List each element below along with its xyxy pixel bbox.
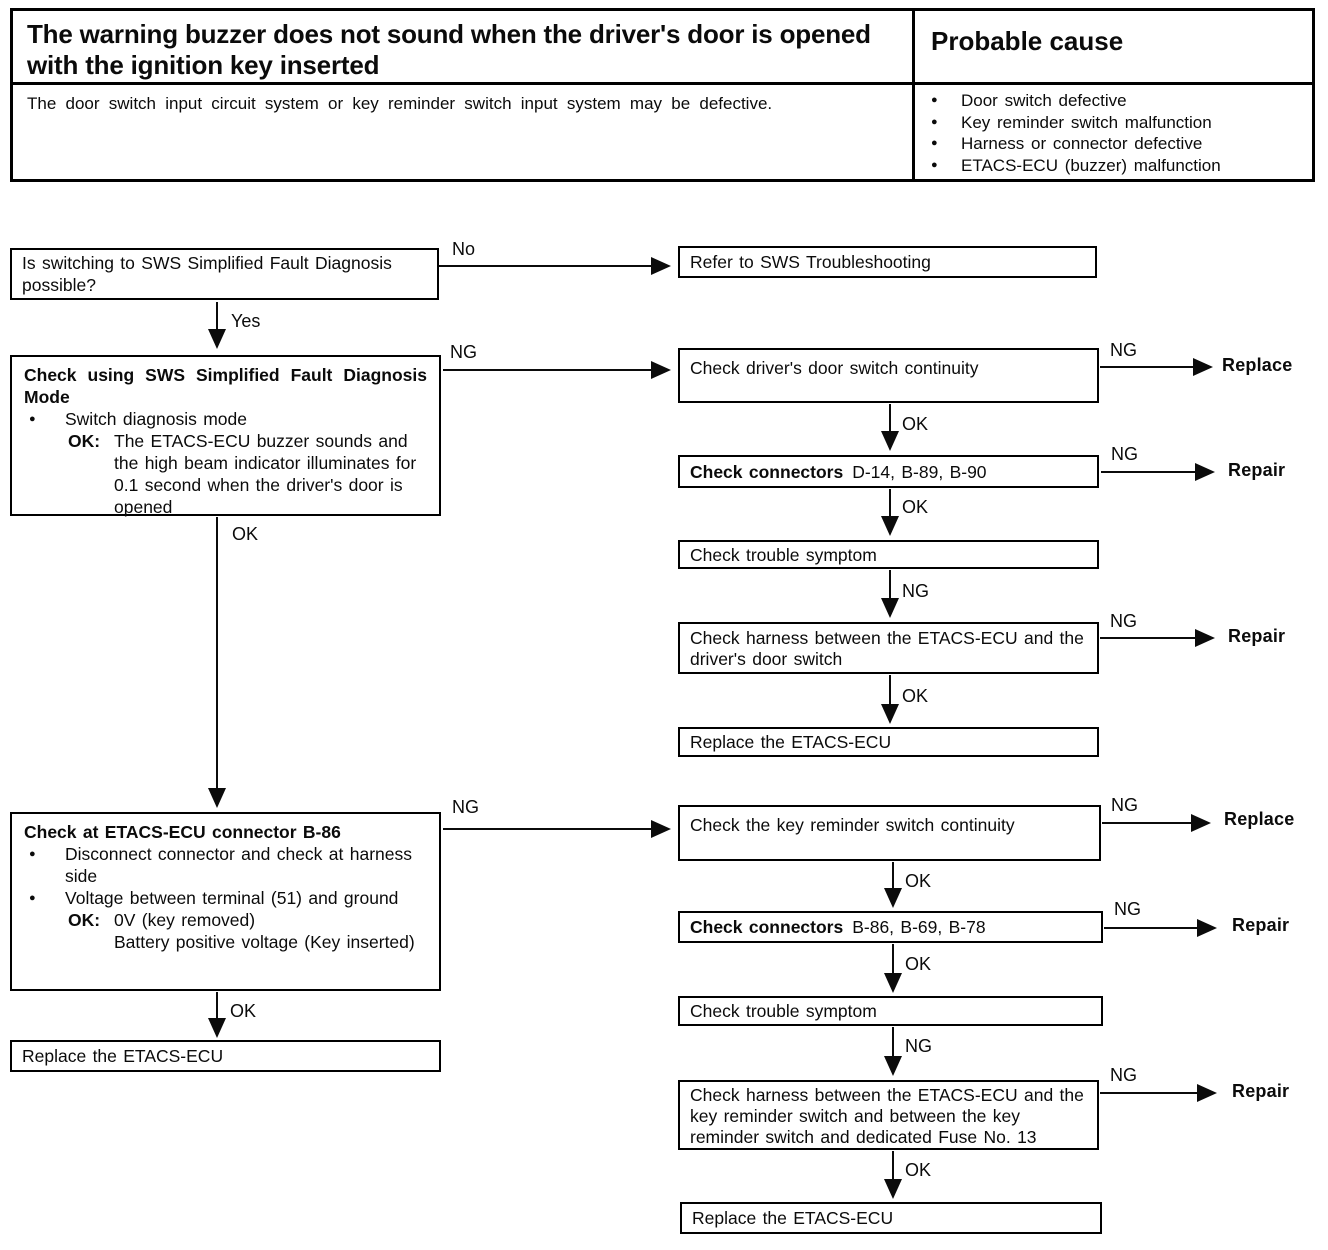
- bullet-icon: ●: [931, 137, 938, 149]
- ng-label: NG: [1114, 899, 1141, 919]
- flow-box-check-connectors-2: Check connectors B-86, B-69, B-78: [678, 911, 1103, 943]
- flow-box-check-connectors-1: Check connectors D-14, B-89, B-90: [678, 455, 1099, 488]
- flow-box-title: Check using SWS Simplified Fault Diagnos…: [24, 365, 427, 407]
- probable-cause-item: ● ETACS-ECU (buzzer) malfunction: [931, 155, 1304, 177]
- bullet-icon: ●: [931, 158, 938, 171]
- replace-label: Replace: [1222, 355, 1293, 375]
- flow-box-sws-diagnosis-mode: Check using SWS Simplified Fault Diagnos…: [10, 355, 441, 518]
- probable-cause-list: ● Door switch defective ● Key reminder s…: [915, 85, 1312, 179]
- flow-box-bullet: ● Disconnect connector and check at harn…: [24, 843, 427, 887]
- ok-label: OK: [905, 871, 932, 891]
- probable-cause-item: ● Harness or connector defective: [931, 133, 1304, 155]
- ng-label: NG: [902, 581, 929, 601]
- flow-box-check-trouble-symptom-1: Check trouble symptom: [678, 540, 1099, 569]
- flow-box-text: Check trouble symptom: [690, 1001, 877, 1021]
- bullet-text: Switch diagnosis mode: [65, 409, 247, 429]
- probable-cause-item: ● Door switch defective: [931, 90, 1304, 112]
- ng-label: NG: [1110, 611, 1137, 631]
- flow-box-text: Check harness between the ETACS-ECU and …: [690, 1085, 1084, 1147]
- ng-label: NG: [1111, 444, 1138, 464]
- flow-box-key-reminder-continuity: Check the key reminder switch continuity: [678, 805, 1101, 861]
- repair-label: Repair: [1232, 1081, 1290, 1101]
- flow-box-sws-possible: Is switching to SWS Simplified Fault Dia…: [10, 248, 439, 300]
- ok-label: OK: [902, 686, 929, 706]
- flow-box-replace-etacs-ecu-left: Replace the ETACS-ECU: [10, 1040, 441, 1072]
- flow-box-text: Check harness between the ETACS-ECU and …: [690, 628, 1084, 669]
- yes-label: Yes: [231, 311, 261, 331]
- ng-label: NG: [450, 342, 477, 362]
- flow-box-harness-key-reminder: Check harness between the ETACS-ECU and …: [678, 1080, 1099, 1150]
- flow-box-replace-etacs-ecu-2: Replace the ETACS-ECU: [680, 1202, 1102, 1234]
- flow-box-check-trouble-symptom-2: Check trouble symptom: [678, 996, 1103, 1026]
- repair-label: Repair: [1228, 626, 1286, 646]
- replace-label: Replace: [1224, 809, 1295, 829]
- flow-box-text: Replace the ETACS-ECU: [22, 1046, 224, 1066]
- ok-key: OK:: [68, 431, 101, 451]
- bullet-text: Disconnect connector and check at harnes…: [65, 844, 412, 886]
- ok-label: OK: [902, 497, 929, 517]
- ok-label: OK: [905, 954, 932, 974]
- no-label: No: [452, 239, 476, 259]
- ok-criteria-text: 0V (key removed) Battery positive voltag…: [114, 909, 427, 953]
- ng-label: NG: [905, 1036, 932, 1056]
- ok-criteria: OK: 0V (key removed) Battery positive vo…: [68, 909, 427, 953]
- flow-box-text: B-86, B-69, B-78: [852, 917, 986, 937]
- probable-cause-item: ● Key reminder switch malfunction: [931, 112, 1304, 134]
- probable-cause-text: Harness or connector defective: [961, 134, 1203, 153]
- ok-label: OK: [905, 1160, 932, 1180]
- ng-label: NG: [1111, 795, 1138, 815]
- bullet-icon: ●: [29, 892, 36, 904]
- ok-label: OK: [232, 524, 259, 544]
- ng-label: NG: [1110, 340, 1137, 360]
- symptom-header-table: The warning buzzer does not sound when t…: [10, 8, 1315, 182]
- bullet-icon: ●: [931, 94, 938, 106]
- ok-criteria-line: 0V (key removed): [114, 910, 256, 930]
- repair-label: Repair: [1232, 915, 1290, 935]
- flow-box-text: Is switching to SWS Simplified Fault Dia…: [22, 253, 392, 295]
- flow-box-text: Replace the ETACS-ECU: [692, 1208, 894, 1228]
- ok-key: OK:: [68, 910, 101, 930]
- ok-label: OK: [230, 1001, 257, 1021]
- flow-box-text: Refer to SWS Troubleshooting: [690, 252, 931, 272]
- bullet-text: Voltage between terminal (51) and ground: [65, 888, 399, 908]
- ok-criteria-line: Battery positive voltage (Key inserted): [114, 932, 415, 952]
- probable-cause-text: Key reminder switch malfunction: [961, 112, 1212, 132]
- symptom-description: The door switch input circuit system or …: [13, 85, 915, 179]
- bullet-icon: ●: [931, 115, 938, 128]
- ok-label: OK: [902, 414, 929, 434]
- flow-box-text: Replace the ETACS-ECU: [690, 732, 892, 752]
- flow-box-text-bold: Check connectors: [690, 461, 844, 482]
- bullet-icon: ●: [29, 413, 36, 425]
- ok-criteria-text: The ETACS-ECU buzzer sounds and the high…: [114, 431, 417, 517]
- flow-box-b86-connector-check: Check at ETACS-ECU connector B-86 ● Disc…: [10, 812, 441, 991]
- flow-box-bullet: ● Switch diagnosis mode: [24, 408, 427, 430]
- probable-cause-text: ETACS-ECU (buzzer) malfunction: [961, 155, 1221, 175]
- repair-label: Repair: [1228, 460, 1286, 480]
- flow-box-text: Check trouble symptom: [690, 544, 877, 565]
- bullet-icon: ●: [29, 848, 36, 860]
- ng-label: NG: [452, 797, 479, 817]
- ng-label: NG: [1110, 1065, 1137, 1085]
- symptom-title: The warning buzzer does not sound when t…: [13, 11, 915, 85]
- flow-box-title: Check at ETACS-ECU connector B-86: [24, 822, 341, 842]
- flow-box-door-switch-continuity: Check driver's door switch continuity: [678, 348, 1099, 403]
- probable-cause-text: Door switch defective: [961, 91, 1127, 110]
- probable-cause-heading: Probable cause: [915, 11, 1312, 85]
- flow-box-text: Check the key reminder switch continuity: [690, 815, 1015, 835]
- flow-box-text: Check driver's door switch continuity: [690, 358, 979, 378]
- flow-box-replace-etacs-ecu-1: Replace the ETACS-ECU: [678, 727, 1099, 757]
- ok-criteria: OK: The ETACS-ECU buzzer sounds and the …: [68, 430, 427, 518]
- flow-box-bullet: ● Voltage between terminal (51) and grou…: [24, 887, 427, 909]
- flow-box-refer-sws: Refer to SWS Troubleshooting: [678, 246, 1097, 278]
- flow-box-text-bold: Check connectors: [690, 917, 844, 937]
- flow-box-text: D-14, B-89, B-90: [852, 461, 987, 482]
- flow-box-harness-door-switch: Check harness between the ETACS-ECU and …: [678, 622, 1099, 674]
